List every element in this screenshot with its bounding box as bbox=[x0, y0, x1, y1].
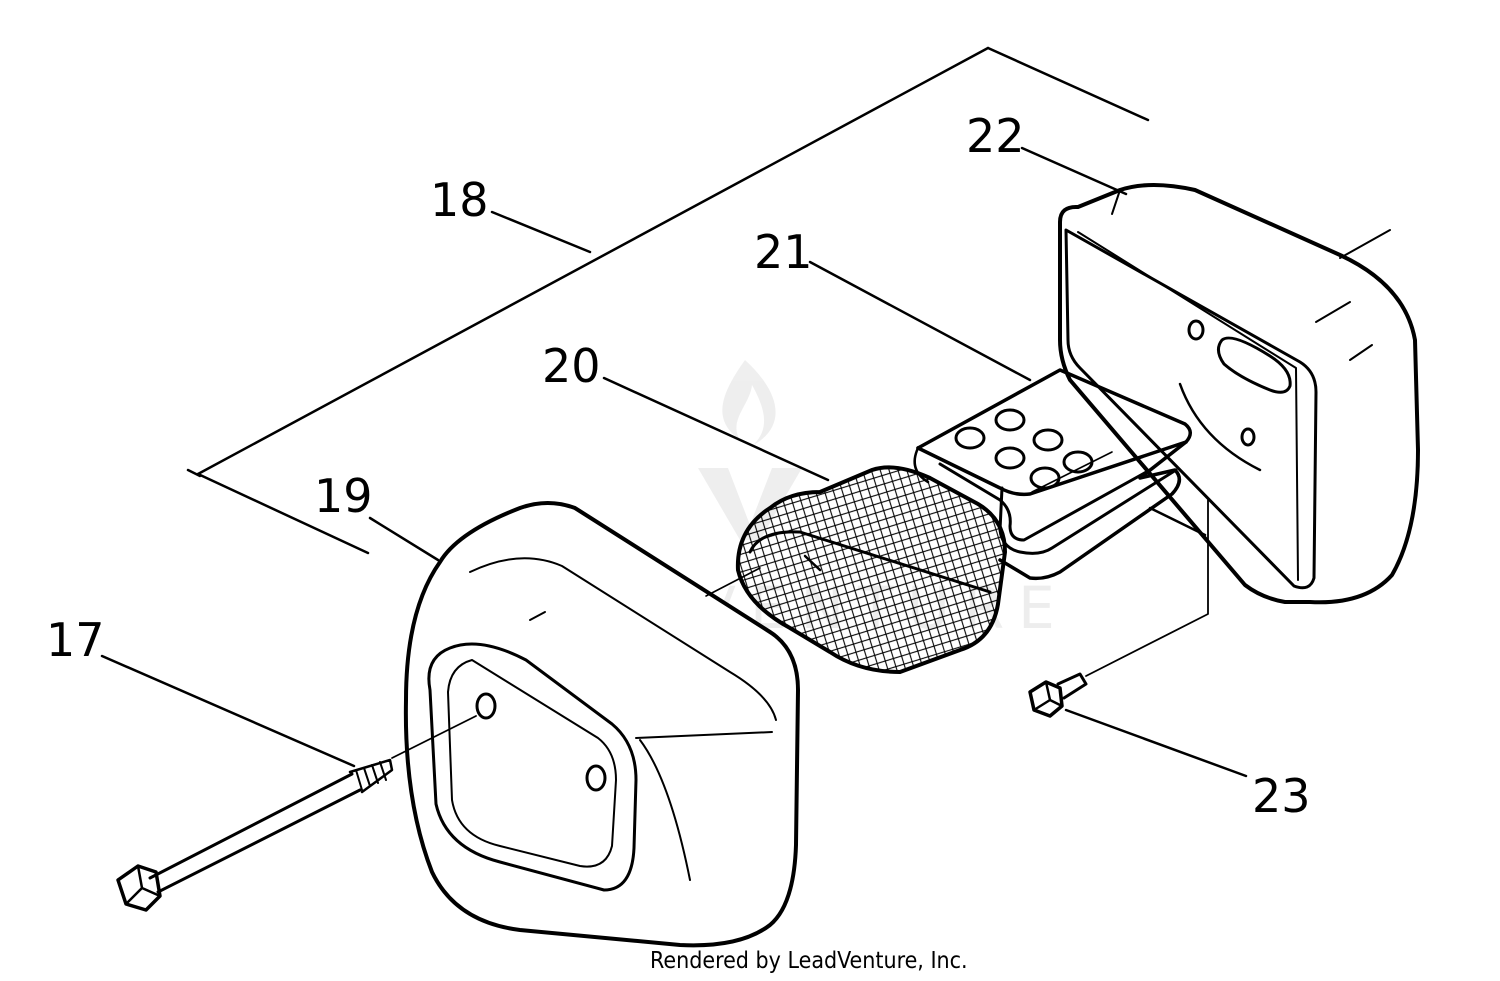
filter-support bbox=[913, 368, 1207, 581]
callout-17: 17 bbox=[46, 613, 105, 667]
air-cleaner-base bbox=[1058, 183, 1420, 605]
assembly-bracket bbox=[186, 46, 1150, 555]
base-screw bbox=[1028, 499, 1209, 718]
leader-lines bbox=[100, 146, 1248, 778]
render-credit: Rendered by LeadVenture, Inc. bbox=[650, 948, 968, 974]
callout-19: 19 bbox=[314, 469, 373, 523]
callout-22: 22 bbox=[966, 109, 1025, 163]
foam-element bbox=[735, 465, 1008, 675]
callout-20: 20 bbox=[542, 339, 601, 393]
callout-18: 18 bbox=[430, 173, 489, 227]
center-axis-lines bbox=[705, 451, 1113, 597]
callout-21: 21 bbox=[754, 225, 813, 279]
cover-screw bbox=[116, 715, 477, 912]
callout-23: 23 bbox=[1252, 769, 1311, 823]
air-cleaner-cover bbox=[403, 501, 801, 948]
